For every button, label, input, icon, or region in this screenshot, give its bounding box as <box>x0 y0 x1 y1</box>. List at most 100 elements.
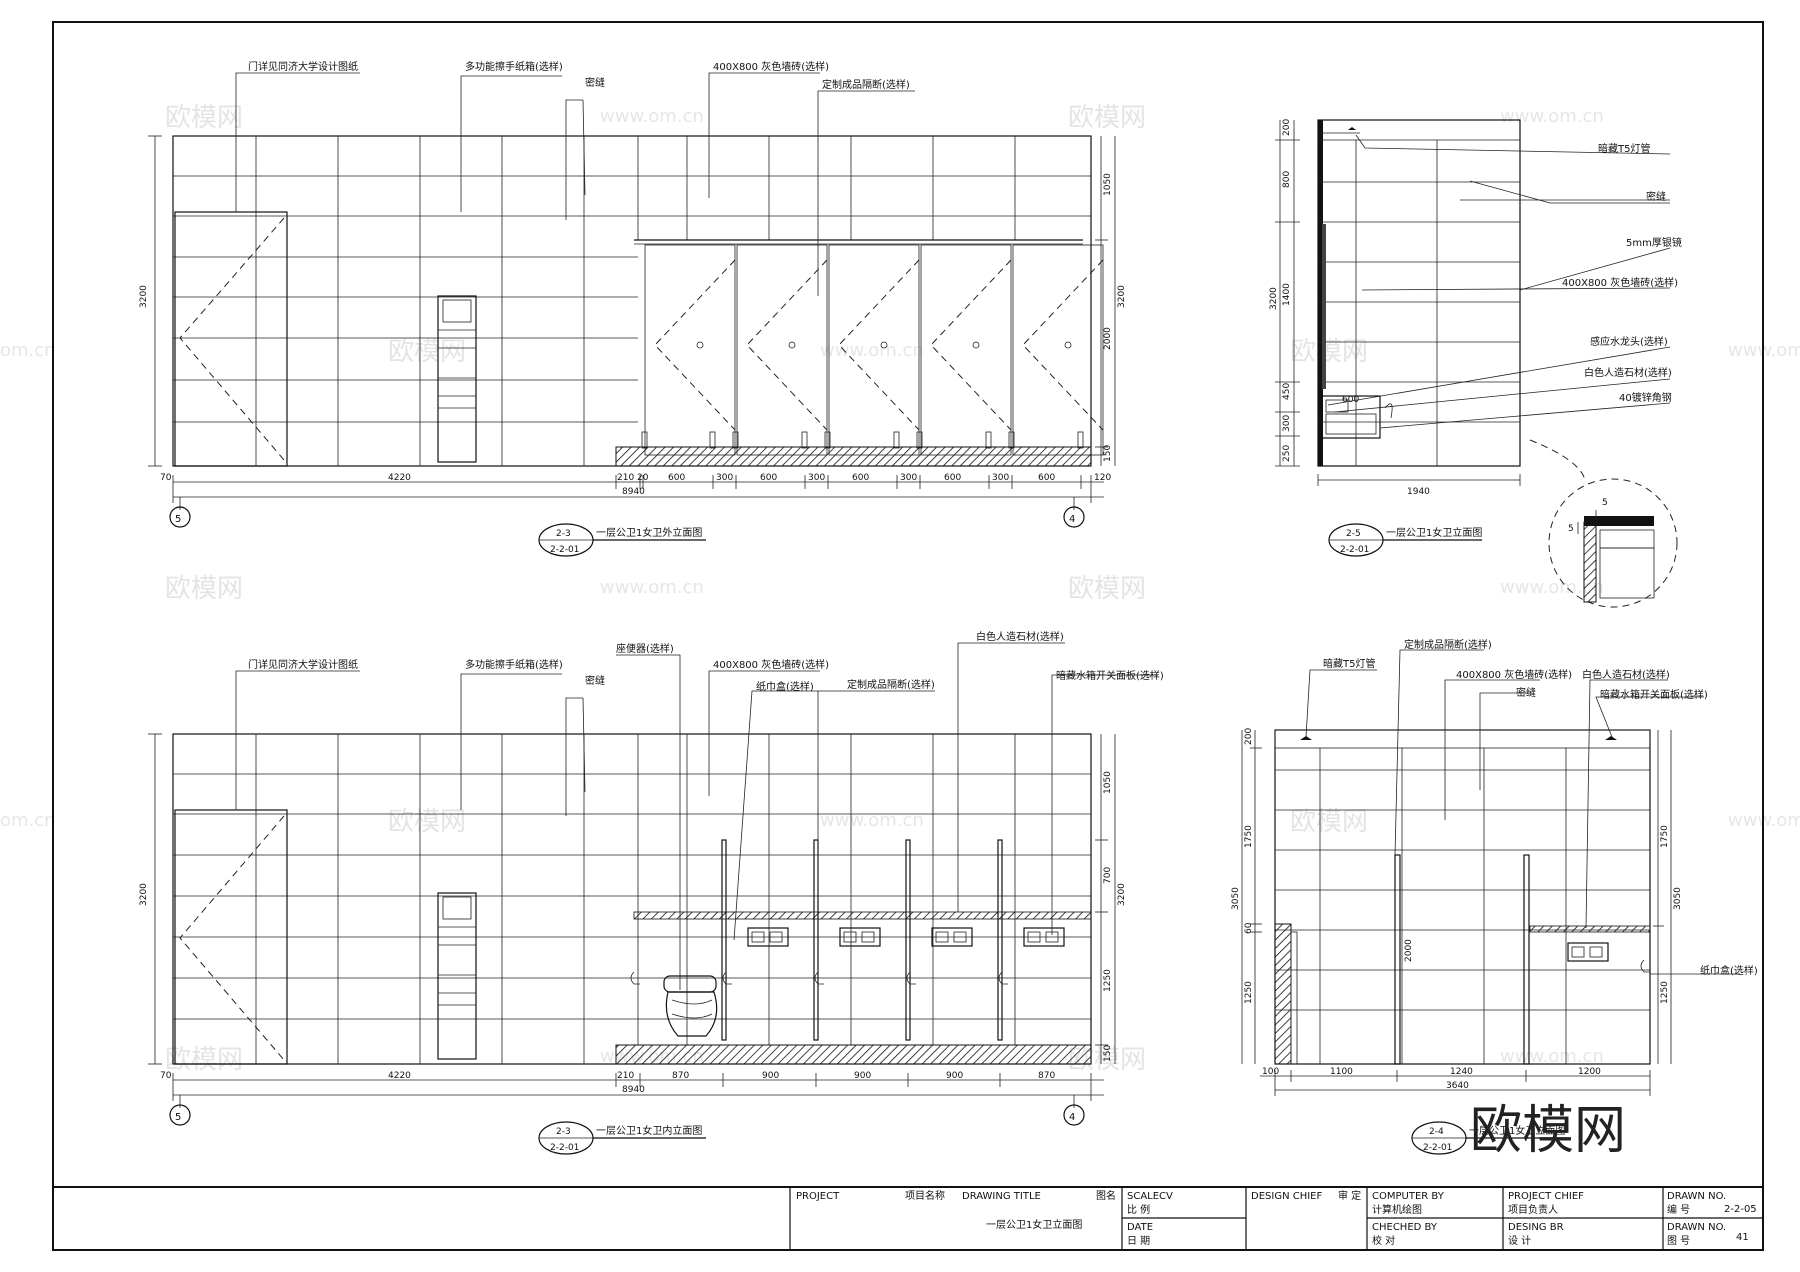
dim-label: 70 <box>160 473 172 483</box>
axis-bubble <box>1063 506 1085 528</box>
watermark-url: www.om.cn <box>1500 106 1604 127</box>
axis-label: 4 <box>1069 1112 1075 1123</box>
view-number: 2-3 <box>556 529 571 539</box>
towel-dispenser <box>437 295 477 463</box>
flush-panels <box>747 927 1065 947</box>
watermark-text: 欧模网 <box>165 103 243 133</box>
floor-hatch <box>615 446 1092 467</box>
watermark-text: 欧模网 <box>1068 103 1146 133</box>
dim-label: 1750 <box>1244 825 1254 848</box>
callout-tile: 400X800 灰色墙砖(选样) <box>1456 668 1572 681</box>
elevation-inner: 70 4220 210 870 900 900 900 870 8940 320… <box>139 630 1164 1155</box>
tb-design-br-cn: 设 计 <box>1508 1234 1531 1247</box>
dim-label: 150 <box>1103 445 1113 462</box>
tb-checked-en: CHECHED BY <box>1372 1222 1438 1233</box>
dim-label: 1400 <box>1282 283 1292 306</box>
dim-total: 3200 <box>1269 287 1279 310</box>
dim-label: 2000 <box>1103 327 1113 350</box>
callout-toilet: 座便器(选样) <box>616 642 674 655</box>
dim-label: 4220 <box>388 473 411 483</box>
callout-seal: 密缝 <box>1646 190 1666 203</box>
tb-drawing-value: 一层公卫1女卫立面图 <box>986 1218 1082 1231</box>
tb-drawn-no-cn: 编 号 <box>1667 1203 1690 1216</box>
title-block: PROJECT 项目名称 DRAWING TITLE 图名 一层公卫1女卫立面图… <box>53 1186 1763 1250</box>
callout-faucet: 感应水龙头(选样) <box>1590 335 1668 348</box>
dim-label: 250 <box>1282 445 1292 462</box>
door <box>174 809 288 1065</box>
tb-computer-en: COMPUTER BY <box>1372 1191 1445 1202</box>
callout-seal: 密缝 <box>585 76 605 89</box>
dim-label: 1750 <box>1660 825 1670 848</box>
tb-checked-cn: 校 对 <box>1372 1234 1395 1247</box>
dim-label: 300 <box>808 473 825 483</box>
view-number: 2-5 <box>1346 529 1361 539</box>
tb-design-chief-cn: 审 定 <box>1338 1189 1361 1202</box>
tb-sheet-value: 41 <box>1736 1232 1749 1243</box>
axis-label: 5 <box>175 1112 181 1123</box>
dim-label: 600 <box>1038 473 1055 483</box>
watermark-url: www.om.cn <box>1500 577 1604 598</box>
view-title-v3: 2-3 2-2-01 一层公卫1女卫内立面图 <box>538 1121 706 1155</box>
view-title: 一层公卫1女卫立面图 <box>1386 526 1482 539</box>
tb-scale-en: SCALECV <box>1127 1191 1173 1202</box>
watermark-text: 欧模网 <box>388 807 466 837</box>
dim-label: 700 <box>1103 867 1113 884</box>
dim-label: 2000 <box>1404 939 1414 962</box>
view-title-v1: 2-3 2-2-01 一层公卫1女卫外立面图 <box>538 523 706 557</box>
callout-white-stone: 白色人造石材(选样) <box>1584 366 1672 379</box>
dim-label: 870 <box>672 1071 689 1081</box>
elevation-outer: 70 4220 210 20 600 300 600 300 600 300 6… <box>139 60 1127 557</box>
dim-label: 800 <box>1282 171 1292 188</box>
callout-tile: 400X800 灰色墙砖(选样) <box>713 658 829 671</box>
view-sheet: 2-2-01 <box>550 1143 579 1153</box>
dim-label: 600 <box>852 473 869 483</box>
dim-total: 8940 <box>622 487 645 497</box>
dim-label: 4220 <box>388 1071 411 1081</box>
dim-total: 3050 <box>1673 887 1683 910</box>
dim-label: 1240 <box>1450 1067 1473 1077</box>
dim-label: 900 <box>946 1071 963 1081</box>
dim-label: 1250 <box>1103 969 1113 992</box>
dim-label: 300 <box>992 473 1009 483</box>
callout-partition: 定制成品隔断(选样) <box>822 78 910 91</box>
dim-label: 900 <box>854 1071 871 1081</box>
callout-t5-light: 暗藏T5灯管 <box>1323 657 1375 670</box>
detail-circle: 5 5 <box>1529 439 1678 608</box>
dim-label: 1250 <box>1244 981 1254 1004</box>
tb-computer-cn: 计算机绘图 <box>1372 1203 1422 1216</box>
towel-dispenser <box>437 892 477 1060</box>
detail-dim: 5 <box>1568 524 1574 534</box>
dim-label: 600 <box>668 473 685 483</box>
watermark-url: www.om.cn <box>820 810 924 831</box>
dim-total: 8940 <box>622 1085 645 1095</box>
dim-label: 210 <box>617 473 634 483</box>
tb-project-chief-en: PROJECT CHIEF <box>1508 1191 1584 1202</box>
tb-sheet-cn: 图 号 <box>1667 1235 1690 1247</box>
watermark-url: www.om.cn <box>820 340 924 361</box>
callout-partition: 定制成品隔断(选样) <box>847 678 935 691</box>
dim-label: 100 <box>1262 1067 1279 1077</box>
view-title: 一层公卫1女卫立面图 <box>1469 1124 1565 1137</box>
dim-label: 1200 <box>1578 1067 1601 1077</box>
dim-label: 1050 <box>1103 173 1113 196</box>
view-title: 一层公卫1女卫内立面图 <box>596 1124 702 1137</box>
view-sheet: 2-2-01 <box>1423 1143 1452 1153</box>
callout-tile: 400X800 灰色墙砖(选样) <box>1562 276 1678 289</box>
view-sheet: 2-2-01 <box>1340 545 1369 555</box>
dim-height: 3200 <box>139 285 149 308</box>
dim-label: 1250 <box>1660 981 1670 1004</box>
flush-panel <box>1567 942 1609 962</box>
dim-total: 3200 <box>1117 285 1127 308</box>
dim-label: 210 <box>617 1071 634 1081</box>
dim-label: 20 <box>637 473 649 483</box>
dim-label: 200 <box>1244 728 1254 745</box>
view-number: 2-3 <box>556 1127 571 1137</box>
dim-label: 300 <box>1282 415 1292 432</box>
tb-drawing-en: DRAWING TITLE <box>962 1191 1041 1202</box>
watermark-url: www.om.cn <box>1500 1046 1604 1067</box>
dim-label: 300 <box>716 473 733 483</box>
view-number: 2-4 <box>1429 1127 1444 1137</box>
watermark-url: www.om.cn <box>600 106 704 127</box>
watermark-url: www.om.cn <box>600 577 704 598</box>
